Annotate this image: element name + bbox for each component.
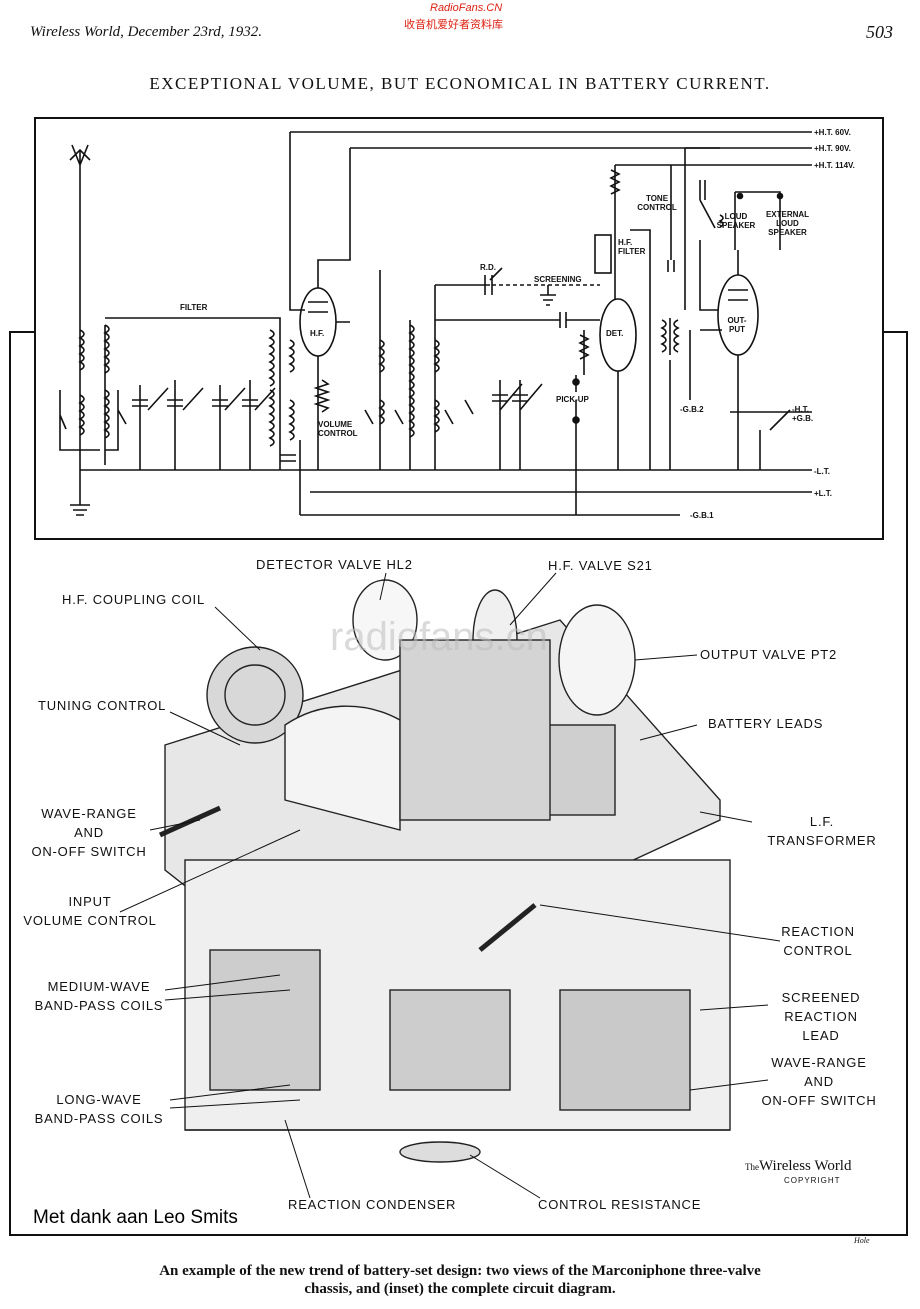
control-resistance-drawing bbox=[399, 1141, 481, 1163]
tone-control-network bbox=[684, 147, 781, 311]
rail-label-60: +H.T. 60V. bbox=[814, 128, 851, 137]
wave-switch-drawing bbox=[559, 989, 691, 1111]
rail-label-90: +H.T. 90V. bbox=[814, 144, 851, 153]
control-resistance-callout: CONTROL RESISTANCE bbox=[538, 1197, 702, 1212]
pickup-label: PICK-UP bbox=[556, 395, 590, 404]
coil-3 bbox=[268, 329, 275, 387]
det-valve-label: DET. bbox=[606, 329, 623, 338]
coil-5 bbox=[408, 320, 415, 470]
external-speaker-label: EXTERNAL LOUD SPEAKER bbox=[765, 210, 810, 237]
reaction-control-spindle bbox=[478, 903, 537, 952]
hf-filter-label: H.F. FILTER bbox=[618, 238, 646, 256]
grid-condenser bbox=[435, 312, 600, 328]
wireless-world-logo: TheWireless World bbox=[745, 1158, 852, 1174]
output-valve-drawing bbox=[558, 604, 636, 716]
lt-plus-label: +L.T. bbox=[814, 489, 832, 498]
copyright-mark: COPYRIGHT bbox=[784, 1176, 841, 1185]
lf-transformer-callout: L.F.TRANSFORMER bbox=[767, 814, 877, 848]
gang-condenser-drawing bbox=[399, 639, 551, 821]
output-valve-label: OUT-PUT bbox=[727, 316, 747, 334]
watermark-cn: 收音机爱好者资料库 bbox=[404, 19, 503, 31]
coil-1 bbox=[78, 329, 85, 371]
watermark-site: RadioFans.CN bbox=[430, 2, 503, 14]
screening-label: SCREENING bbox=[534, 275, 582, 284]
tuning-condensers-3 bbox=[492, 380, 543, 470]
volume-control-resistor bbox=[313, 379, 331, 413]
hf-valve-symbol bbox=[299, 287, 337, 357]
ht-gb-label: -H.T. +G.B. bbox=[792, 405, 814, 423]
hf-coupling-coil-callout: H.F. COUPLING COIL bbox=[62, 592, 205, 607]
tuning-control-callout: TUNING CONTROL bbox=[38, 698, 167, 713]
volume-control-label: VOLUME CONTROL bbox=[318, 420, 358, 438]
hf-filter-box bbox=[594, 234, 612, 274]
figure-caption: An example of the new trend of battery-s… bbox=[159, 1263, 761, 1297]
article-title: EXCEPTIONAL VOLUME, BUT ECONOMICAL IN BA… bbox=[149, 74, 771, 93]
output-valve-callout: OUTPUT VALVE PT2 bbox=[700, 647, 838, 662]
output-valve-symbol bbox=[717, 274, 759, 356]
battery-leads-callout: BATTERY LEADS bbox=[708, 716, 824, 731]
gb2-label: -G.B.2 bbox=[680, 405, 704, 414]
hf-coupling-coil-drawing bbox=[206, 646, 304, 744]
coil-2 bbox=[103, 324, 110, 465]
filter-label: FILTER bbox=[180, 303, 208, 312]
detector-valve-callout: DETECTOR VALVE HL2 bbox=[256, 557, 413, 572]
loud-speaker-label: LOUD SPEAKER bbox=[716, 212, 756, 230]
lt-minus-label: -L.T. bbox=[814, 467, 830, 476]
coil-4 bbox=[378, 270, 385, 470]
tone-control-label: TONE CONTROL bbox=[637, 194, 677, 212]
watermark-mid: radiofans.cn bbox=[330, 615, 548, 659]
hf-valve-label: H.F. bbox=[310, 329, 324, 338]
aerial bbox=[69, 144, 91, 470]
earth-symbol bbox=[70, 470, 90, 516]
medium-wave-coils-drawing bbox=[209, 949, 321, 1091]
thanks-note: Met dank aan Leo Smits bbox=[33, 1207, 238, 1228]
gb1-label: -G.B.1 bbox=[690, 511, 714, 520]
filter-line bbox=[105, 317, 281, 470]
rail-label-114: +H.T. 114V. bbox=[814, 161, 855, 170]
hf-valve-callout: H.F. VALVE S21 bbox=[548, 558, 653, 573]
rd-label: R.D. bbox=[480, 263, 496, 272]
reaction-condenser-callout: REACTION CONDENSER bbox=[288, 1197, 457, 1212]
journal-header: Wireless World, December 23rd, 1932. bbox=[30, 24, 263, 40]
page-number: 503 bbox=[866, 22, 893, 42]
coil-6 bbox=[433, 284, 490, 470]
tuning-condensers-2 bbox=[212, 380, 276, 470]
artist-signature: Hole bbox=[854, 1236, 870, 1245]
tuning-condensers-1 bbox=[132, 380, 204, 470]
lf-transformer bbox=[660, 165, 680, 355]
